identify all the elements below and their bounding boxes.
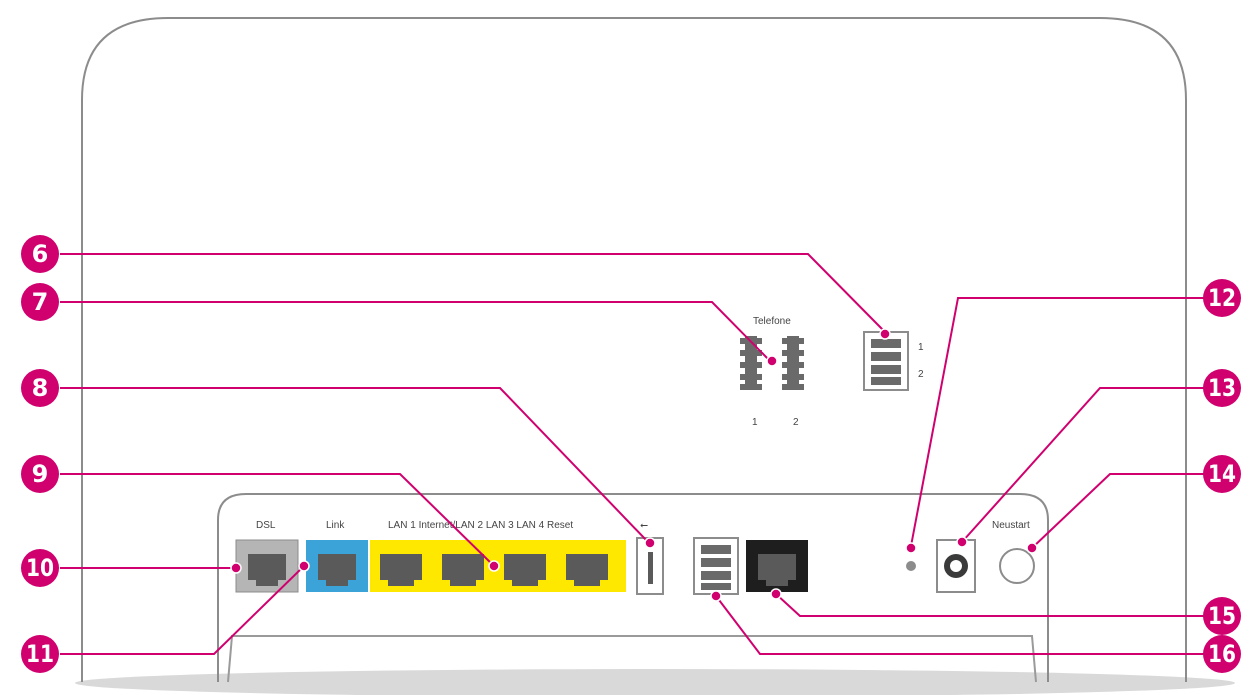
callout-line-14	[1031, 473, 1205, 549]
svg-text:14: 14	[1208, 460, 1236, 488]
isdn-line-1-number: 1	[918, 342, 924, 353]
restart-button[interactable]	[999, 548, 1035, 584]
lan-port-4[interactable]	[566, 554, 608, 586]
callout-dot-8	[644, 537, 656, 549]
callout-badge-10: 10	[21, 549, 59, 587]
lan-group-label: LAN 1 Internet/LAN 2 LAN 3 LAN 4 Reset	[388, 520, 573, 531]
power-socket[interactable]	[936, 539, 976, 593]
dsl-port[interactable]	[235, 539, 299, 593]
isdn-port-2[interactable]	[693, 537, 739, 595]
callout-badge-7: 7	[21, 283, 59, 321]
svg-text:11: 11	[26, 640, 54, 668]
link-port[interactable]	[306, 540, 368, 592]
callout-dot-14	[1026, 542, 1038, 554]
callout-dot-12	[905, 542, 917, 554]
status-led	[906, 561, 916, 571]
callout-lines	[60, 253, 1205, 655]
telefone-port-1[interactable]	[740, 336, 762, 390]
isdn-line-2-number: 2	[918, 369, 924, 380]
callout-badge-14: 14	[1203, 455, 1241, 493]
svg-text:7: 7	[32, 288, 49, 316]
callout-dot-16	[710, 590, 722, 602]
telefone-label: Telefone	[753, 316, 791, 327]
telefone-port-2-number: 2	[793, 417, 799, 428]
callout-badge-8: 8	[21, 369, 59, 407]
svg-text:6: 6	[32, 240, 49, 268]
callout-badge-15: 15	[1203, 597, 1241, 635]
callout-line-8	[60, 387, 649, 543]
stand-slot-outline	[227, 635, 1037, 683]
callout-badge-13: 13	[1203, 369, 1241, 407]
svg-text:8: 8	[32, 374, 49, 402]
callout-line-11	[60, 565, 305, 655]
callout-dot-9	[488, 560, 500, 572]
svg-text:16: 16	[1208, 640, 1236, 668]
callout-line-15	[775, 593, 1205, 617]
lan-port-1[interactable]	[380, 554, 422, 586]
floor-shadow	[75, 669, 1235, 695]
telefone-port-1-number: 1	[752, 417, 758, 428]
link-label: Link	[326, 520, 345, 531]
callout-dots	[230, 328, 1038, 602]
callout-dot-13	[956, 536, 968, 548]
wan-port[interactable]	[746, 540, 808, 592]
callout-dot-10	[230, 562, 242, 574]
callout-line-16	[715, 595, 1205, 655]
lan-port-2[interactable]	[442, 554, 484, 586]
connector-panel-outline	[217, 493, 1049, 682]
callout-line-13	[961, 387, 1205, 543]
callout-line-12	[910, 297, 1205, 547]
router-housing-outline	[81, 17, 1187, 682]
lan-port-3[interactable]	[504, 554, 546, 586]
dsl-label: DSL	[256, 520, 276, 531]
svg-text:15: 15	[1208, 602, 1236, 630]
callout-badge-11: 11	[21, 635, 59, 673]
usb-symbol-label: ⭠	[640, 520, 648, 531]
callout-line-6	[60, 253, 886, 333]
svg-text:9: 9	[32, 460, 49, 488]
callout-dot-15	[770, 588, 782, 600]
callout-badge-6: 6	[21, 235, 59, 273]
callout-badges: 6 7 8 9 10 11 12 13	[21, 235, 1241, 673]
svg-text:12: 12	[1208, 284, 1236, 312]
isdn-port[interactable]	[863, 331, 909, 391]
callout-dot-7	[766, 355, 778, 367]
telefone-port-2[interactable]	[782, 336, 804, 390]
callout-badge-12: 12	[1203, 279, 1241, 317]
callout-dot-11	[298, 560, 310, 572]
svg-text:10: 10	[26, 554, 54, 582]
callout-line-7	[60, 301, 771, 362]
callout-badge-9: 9	[21, 455, 59, 493]
neustart-label: Neustart	[992, 520, 1030, 531]
svg-text:13: 13	[1208, 374, 1236, 402]
callout-line-9	[60, 473, 495, 567]
callout-badge-16: 16	[1203, 635, 1241, 673]
callout-dot-6	[879, 328, 891, 340]
